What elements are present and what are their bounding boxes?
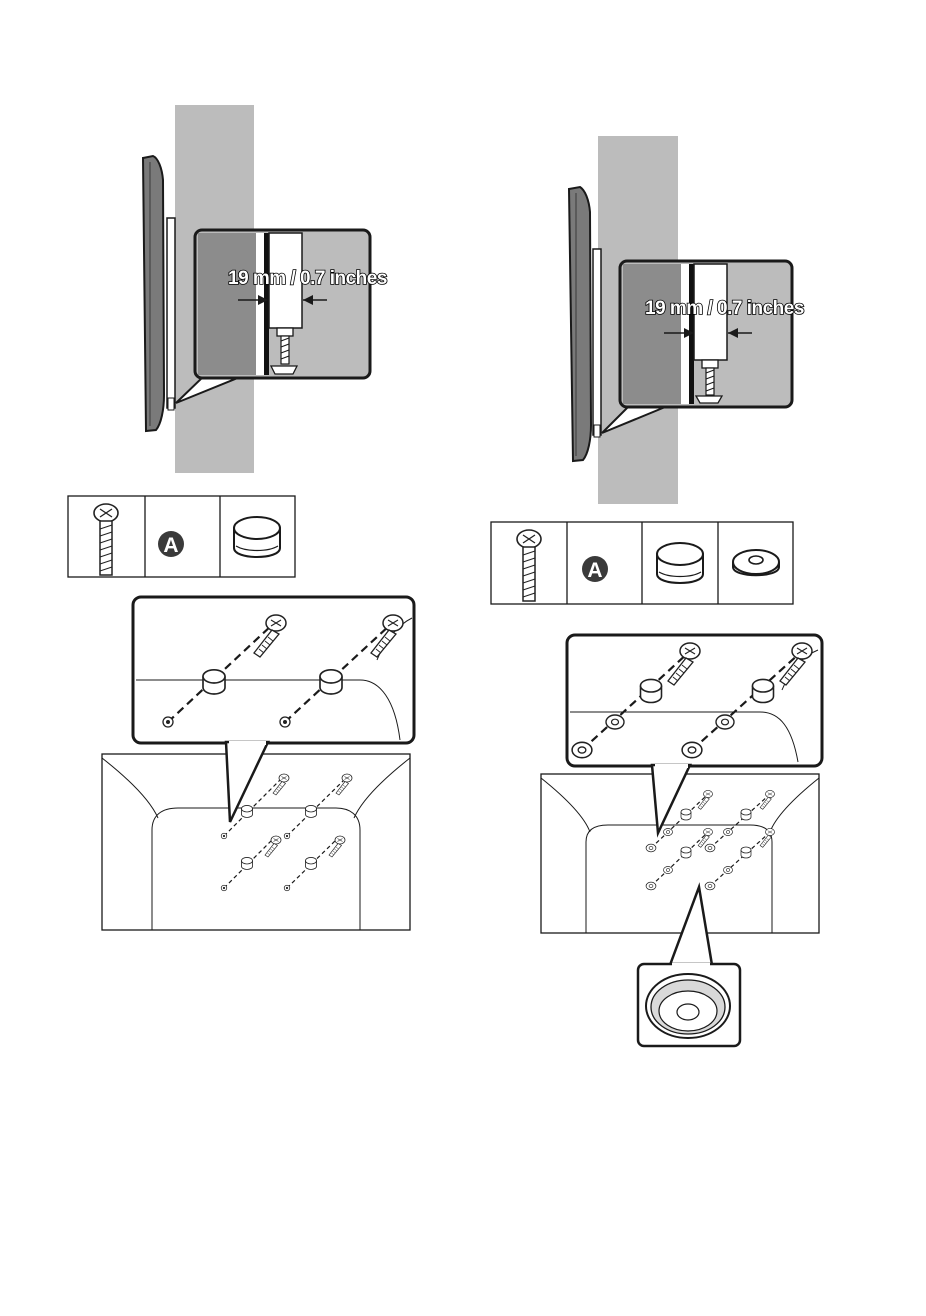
part-a-letter: A [163, 534, 178, 557]
left-parts-table: A [68, 496, 295, 577]
left-side-view: 19 mm / 0.7 inches [143, 105, 387, 473]
part-a-letter: A [587, 559, 602, 582]
rubber-spacer-icon [234, 517, 280, 557]
right-parts-table: A [491, 522, 793, 604]
tv-side-profile [569, 187, 591, 461]
right-side-view: 19 mm / 0.7 inches [569, 136, 804, 504]
spacing-dimension-label: 19 mm / 0.7 inches [645, 298, 804, 319]
part-a-badge-icon: A [158, 531, 184, 557]
left-assembly-view [102, 597, 414, 930]
washer-icon [733, 550, 779, 575]
spacing-zoom-callout: 19 mm / 0.7 inches [176, 230, 387, 403]
tv-side-profile [143, 156, 164, 431]
right-assembly-view [541, 635, 822, 1046]
part-a-badge-icon: A [582, 556, 608, 582]
spacing-dimension-label: 19 mm / 0.7 inches [228, 268, 387, 289]
spacing-zoom-callout: 19 mm / 0.7 inches [602, 261, 804, 433]
rubber-spacer-icon [657, 543, 703, 583]
